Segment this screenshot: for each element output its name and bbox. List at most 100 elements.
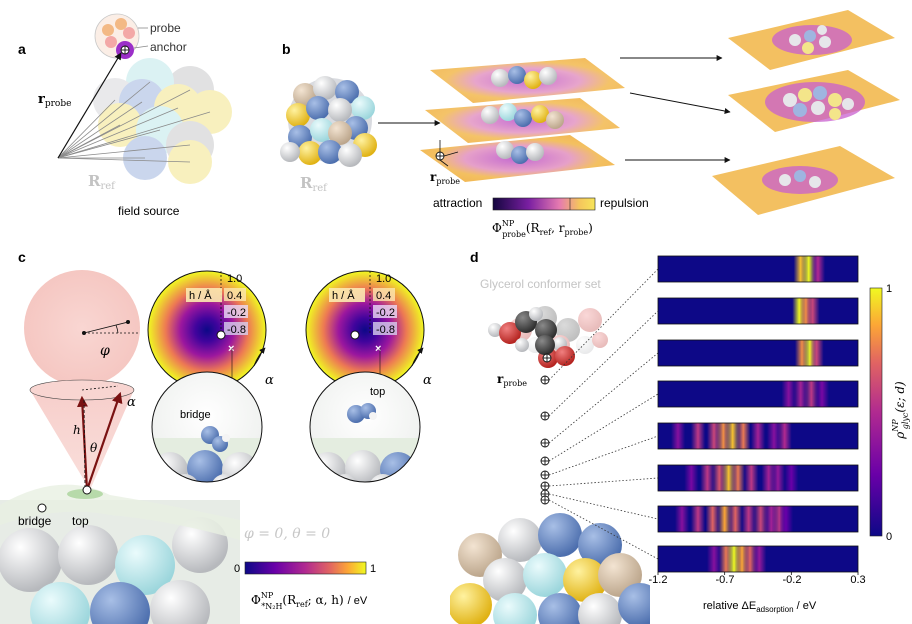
slice-top-spheres <box>491 66 557 89</box>
d-cbar-min: 0 <box>886 531 892 543</box>
polar-axis-box-top <box>329 288 365 302</box>
heatmap-peak <box>736 423 751 449</box>
alpha-symbol-top: α <box>423 373 432 388</box>
probe-connector <box>548 435 659 476</box>
heatmap-row-background <box>658 340 858 366</box>
probe-position-marker <box>540 495 550 505</box>
heatmap-row-background <box>658 256 858 282</box>
alpha-symbol-cone: α <box>127 395 136 410</box>
probe-label: probe <box>150 21 181 35</box>
probe-cluster <box>94 13 140 59</box>
panel-b: b Rref <box>280 10 900 239</box>
heatmap-peak <box>744 465 759 491</box>
probe-position-marker <box>540 470 550 480</box>
heatmap-peak <box>731 465 745 491</box>
heatmap-peak <box>741 506 756 532</box>
probe-connector <box>548 477 659 487</box>
heatmap-peak <box>691 423 705 449</box>
polar-tick-2-bridge: 0.4 <box>227 290 242 302</box>
heatmap-peak <box>752 546 767 572</box>
h-symbol: h <box>73 423 81 437</box>
heatmap-row <box>657 380 859 408</box>
theta-symbol: θ <box>90 441 98 455</box>
polar-x-marker-top: × <box>375 343 381 355</box>
c-cbar-max: 1 <box>370 563 376 575</box>
heatmap-row-background <box>658 298 858 324</box>
cone-axis <box>83 397 86 489</box>
heatmap-peak <box>707 546 721 572</box>
heatmap-peak <box>781 381 796 407</box>
top-site-marker <box>82 485 92 495</box>
slice-middle-spheres <box>481 103 564 129</box>
xtick-4: 0.3 <box>850 574 865 586</box>
heatmap-rows <box>657 255 859 573</box>
b-r-probe-label: rprobe <box>430 170 460 186</box>
inset-bridge: bridge <box>151 371 263 483</box>
heatmap-peak <box>804 381 819 407</box>
c-colorbar <box>244 561 367 575</box>
panel-c-label: c <box>18 249 26 265</box>
arrow-middle <box>629 92 731 114</box>
a-R-ref-label: Rref <box>88 172 116 192</box>
probe-connector <box>548 310 659 417</box>
d-cbar-max: 1 <box>886 283 892 295</box>
top-label-left: top <box>72 514 89 528</box>
glycerol-molecule <box>488 306 608 368</box>
heatmap-peak <box>815 381 829 407</box>
probe-position-marker <box>540 411 550 421</box>
b-R-ref-label: Rref <box>300 174 328 194</box>
alpha-arc-bridge <box>253 347 266 367</box>
probe-connector <box>548 352 659 444</box>
polar-plot-top: h / Å 1.0 0.4 -0.2 -0.8 × α <box>305 270 432 398</box>
surface-spheres <box>0 484 240 624</box>
probe-connector <box>548 268 659 381</box>
heatmap-row-border <box>657 255 859 283</box>
alpha-arc-top <box>411 347 424 367</box>
c-phi-formula: ΦNP*N₂H(Rref; α, h)/ eV <box>251 591 368 611</box>
probe-position-marker <box>540 375 550 385</box>
heatmap-peak <box>777 423 792 449</box>
conformer-set-label: Glycerol conformer set <box>480 277 601 291</box>
panel-a: a <box>18 13 232 218</box>
disk-point <box>126 320 130 324</box>
heatmap-peak <box>684 465 699 491</box>
panel-d-label: d <box>470 249 479 265</box>
heatmap-peak <box>809 340 824 366</box>
heatmap-peak <box>793 381 808 407</box>
bridge-label-left: bridge <box>18 514 52 528</box>
attraction-label: attraction <box>433 196 482 210</box>
heatmap-xlabel: relative ΔEadsorption / eV <box>703 600 817 614</box>
heatmap-peak <box>728 506 743 532</box>
probe-connector <box>548 393 659 462</box>
bridge-site-marker <box>37 503 47 513</box>
heatmap-row <box>657 545 859 573</box>
polar-tick-3-bridge: -0.2 <box>227 307 246 319</box>
c-cbar-min: 0 <box>234 563 240 575</box>
probe-positions <box>540 375 550 505</box>
disk-center <box>82 331 86 335</box>
heatmap-peak <box>725 423 740 449</box>
d-colorbar <box>869 287 883 537</box>
repulsion-label: repulsion <box>600 196 649 210</box>
heatmap-peak <box>675 506 689 532</box>
polar-axis-box-bridge <box>186 288 222 302</box>
polar-tick-2-top: 0.4 <box>376 290 391 302</box>
heatmap-peak <box>767 423 781 449</box>
heatmap-row-border <box>657 380 859 408</box>
r-probe-vector <box>57 52 122 159</box>
projected-sheet-middle <box>728 70 900 132</box>
varphi-arc <box>115 324 119 334</box>
heatmap-peak <box>691 506 705 532</box>
slice-bottom-spheres <box>496 141 544 164</box>
heatmap-row <box>657 422 859 450</box>
polar-axis-label-top: h / Å <box>332 289 355 302</box>
angles-note: φ = 0, θ = 0 <box>244 526 330 542</box>
heatmap-row-border <box>657 505 859 533</box>
inset-top: top <box>309 371 421 483</box>
heatmap-row <box>657 505 859 533</box>
heatmap-peak <box>805 298 820 324</box>
heatmap-peak <box>671 423 685 449</box>
a-r-probe-label: rprobe <box>38 92 71 109</box>
polar-tick-1-top: 1.0 <box>376 273 391 285</box>
